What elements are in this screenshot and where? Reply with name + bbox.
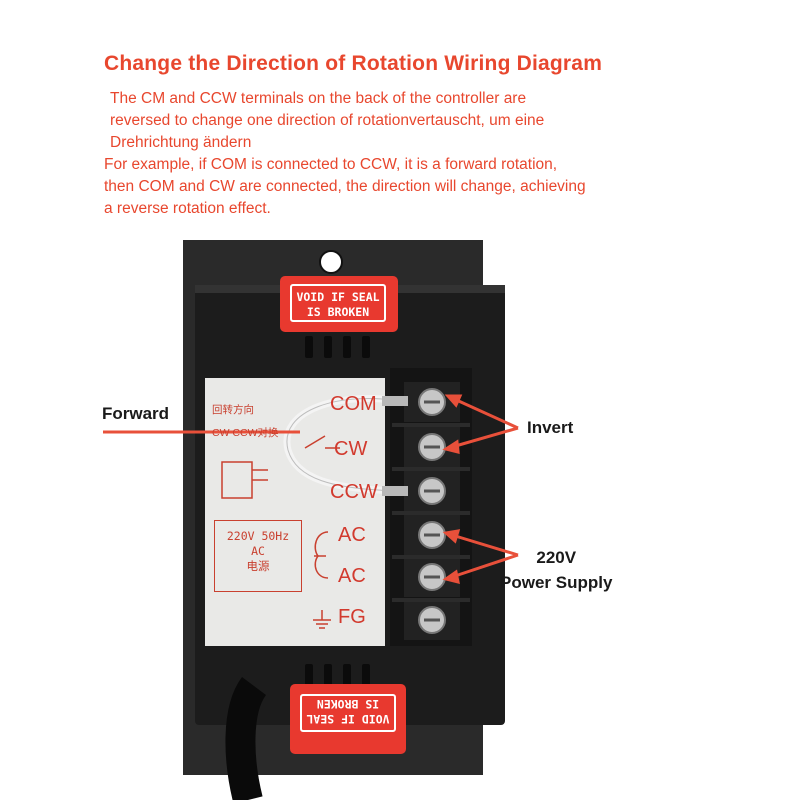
void-seal-bottom: VOID IF SEAL IS BROKEN bbox=[300, 694, 396, 732]
seal-sticker-bottom bbox=[290, 684, 406, 754]
description-line: Drehrichtung ändern bbox=[110, 134, 252, 151]
switch-symbol bbox=[304, 435, 340, 449]
terminal-label-cw: CW bbox=[334, 438, 368, 460]
seal-text: VOID IF SEAL bbox=[296, 290, 380, 304]
description-line: The CM and CCW terminals on the back of … bbox=[110, 90, 527, 107]
ground-symbol bbox=[313, 610, 331, 629]
description-line: reversed to change one direction of rota… bbox=[110, 112, 545, 129]
power-cable bbox=[225, 677, 267, 800]
diagram-title: Change the Direction of Rotation Wiring … bbox=[104, 52, 603, 75]
void-seal-top: VOID IF SEAL IS BROKEN bbox=[290, 284, 386, 322]
description-paragraph-1: The CM and CCW terminals on the back of … bbox=[110, 88, 544, 154]
power-spec-box: 220V 50Hz AC 电源 bbox=[214, 520, 302, 592]
invert-label: Invert bbox=[527, 418, 574, 437]
power-text: Power Supply bbox=[500, 573, 613, 592]
wire-crimp bbox=[382, 486, 408, 496]
callout-arrows bbox=[103, 394, 519, 585]
seal-text: IS BROKEN bbox=[316, 697, 380, 711]
jumper-wire-edge bbox=[286, 398, 406, 492]
description-paragraph-2: For example, if COM is connected to CCW,… bbox=[104, 154, 586, 220]
ac-symbol bbox=[314, 531, 329, 579]
wire-crimp bbox=[382, 396, 408, 406]
terminal-screws bbox=[404, 382, 460, 640]
terminal-label-ccw: CCW bbox=[330, 481, 378, 503]
forward-label: Forward bbox=[102, 404, 170, 423]
vent-slots-top bbox=[305, 336, 370, 358]
motor-symbol bbox=[221, 461, 268, 499]
terminal-label-com: COM bbox=[330, 393, 377, 415]
seal-text: IS BROKEN bbox=[306, 305, 370, 319]
spec-source: 电源 bbox=[246, 559, 270, 573]
mounting-hole bbox=[319, 250, 343, 274]
terminal-label-ac-2: AC bbox=[338, 565, 366, 587]
vent-slots-bottom bbox=[305, 664, 370, 686]
power-voltage: 220V bbox=[536, 548, 577, 567]
seal-text: VOID IF SEAL bbox=[306, 712, 390, 726]
description-line: then COM and CW are connected, the direc… bbox=[104, 178, 586, 195]
description-line: a reverse rotation effect. bbox=[104, 200, 271, 217]
power-supply-label: 220V Power Supply bbox=[500, 545, 612, 595]
cw-ccw-swap-label: CW CCW对换 bbox=[212, 427, 279, 439]
terminal-separators bbox=[392, 423, 470, 602]
terminal-label-fg: FG bbox=[338, 606, 366, 628]
spec-ac: AC bbox=[251, 544, 265, 558]
description-line: For example, if COM is connected to CCW,… bbox=[104, 156, 558, 173]
rotation-direction-label: 回转方向 bbox=[212, 404, 254, 416]
spec-voltage: 220V 50Hz bbox=[226, 529, 290, 543]
terminal-label-ac-1: AC bbox=[338, 524, 366, 546]
